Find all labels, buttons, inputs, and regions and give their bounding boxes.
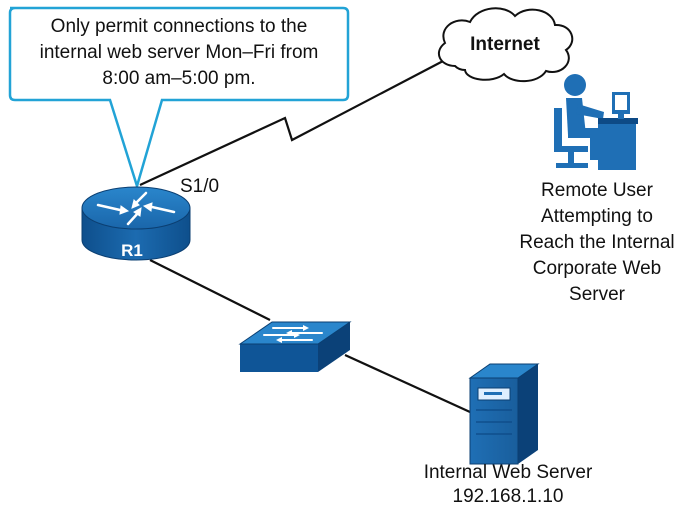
switch-server-link [344,353,471,414]
remote-user-line-5: Server [569,284,626,305]
remote-user-line-1: Remote User [541,180,654,201]
callout-bubble: Only permit connections to the internal … [8,6,350,191]
serial-link [139,59,446,186]
remote-user-icon [554,74,638,170]
router-name: R1 [121,241,143,260]
remote-user-line-3: Reach the Internal [519,232,674,253]
server-icon [468,363,540,465]
internet-cloud: Internet [437,7,574,83]
switch-icon [238,321,352,372]
remote-user-line-2: Attempting to [541,206,653,227]
router-switch-link [149,259,271,321]
links [139,59,471,414]
callout-line-3: 8:00 am–5:00 pm. [102,68,255,89]
router-icon: R1 [81,186,191,261]
server-caption: Internal Web Server 192.168.1.10 [424,462,593,507]
callout-line-2: internal web server Mon–Fri from [40,42,319,63]
internet-label: Internet [470,34,540,55]
server-ip: 192.168.1.10 [453,486,564,507]
remote-user-caption: Remote User Attempting to Reach the Inte… [519,180,674,305]
router-interface-label: S1/0 [180,176,219,197]
remote-user-line-4: Corporate Web [533,258,662,279]
server-name: Internal Web Server [424,462,593,483]
callout-line-1: Only permit connections to the [51,16,308,37]
